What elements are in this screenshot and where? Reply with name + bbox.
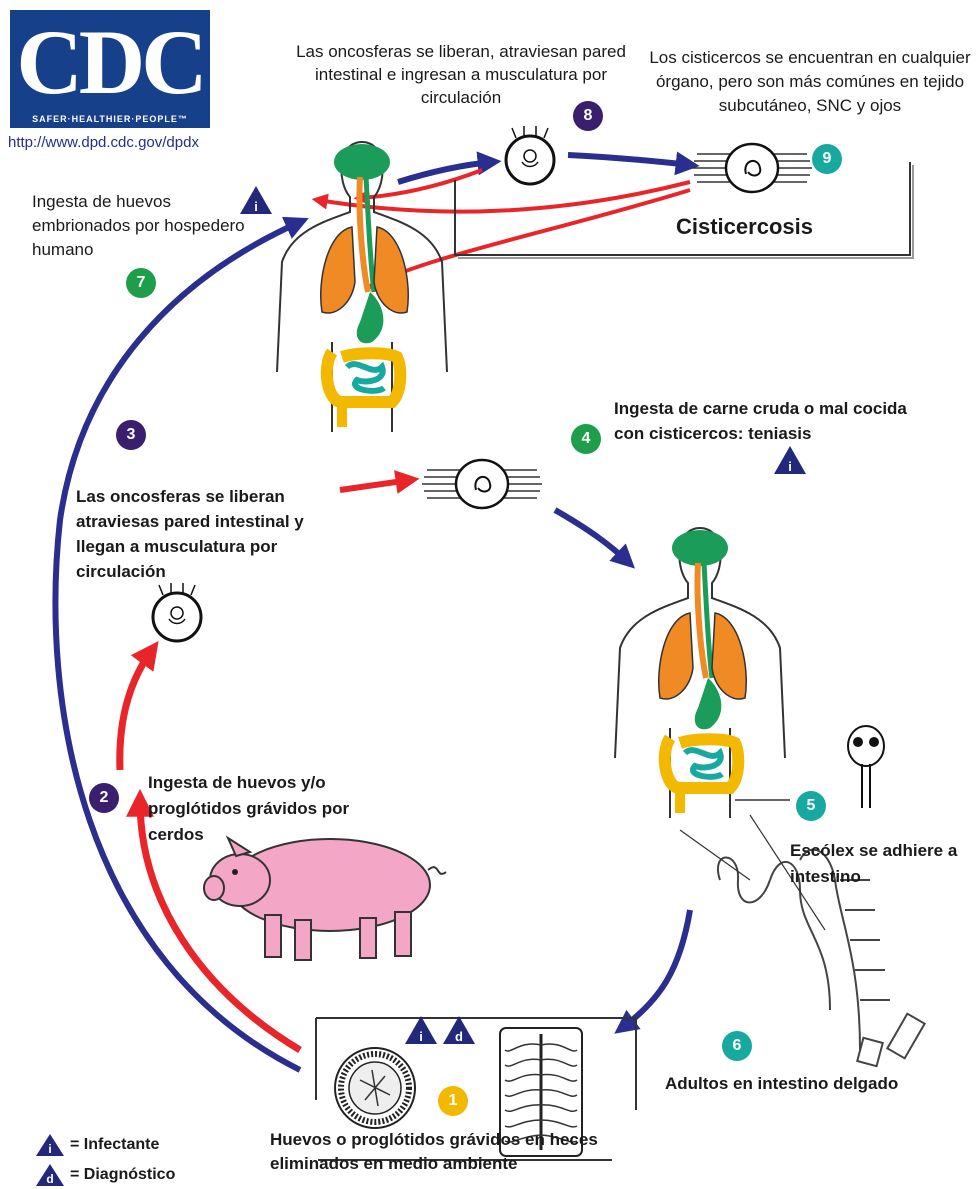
step-5-number: 5 <box>796 791 826 821</box>
step-6-text: Adultos en intestino delgado <box>665 1072 975 1096</box>
infective-stage-marker-4 <box>774 446 806 474</box>
legend-diagnostic-letter: d <box>46 1172 53 1186</box>
oncosphere-top-icon <box>506 126 554 184</box>
step-3-text: Las oncosferas se liberan atraviesas par… <box>76 484 356 584</box>
step-7-number: 7 <box>126 268 156 298</box>
infective-stage-marker-1 <box>405 1016 437 1044</box>
step-9-number: 9 <box>812 144 842 174</box>
diagnostic-stage-marker-1: d <box>443 1016 475 1044</box>
human-host-cysticercosis-figure <box>277 142 447 432</box>
oncosphere-left-icon <box>153 583 201 641</box>
human-host-taeniasis-figure <box>615 528 785 818</box>
step-7-text: Ingesta de huevos embrionados por hosped… <box>32 190 252 262</box>
svg-text:d: d <box>455 1029 463 1044</box>
pig-icon <box>204 838 446 960</box>
step-8-number: 8 <box>573 101 603 131</box>
step-4-number: 4 <box>571 424 601 454</box>
cysticercus-cyst-top-icon <box>692 144 812 192</box>
step-4-text: Ingesta de carne cruda o mal cocida con … <box>614 396 914 446</box>
legend: i d = Infectante = Diagnóstico <box>36 1134 236 1189</box>
legend-infective-label: = Infectante <box>70 1134 159 1156</box>
step-1-number: 1 <box>438 1086 468 1116</box>
step-3-number: 3 <box>116 420 146 450</box>
taenia-egg-icon <box>335 1048 415 1128</box>
cysticercosis-label: Cisticercosis <box>676 215 813 239</box>
legend-infective-letter: i <box>48 1142 51 1156</box>
step-1-text: Huevos o proglótidos grávidos en heces e… <box>270 1128 640 1176</box>
scolex-icon <box>848 726 884 808</box>
step-9-text: Los cisticercos se encuentran en cualqui… <box>640 46 980 118</box>
cysticercus-cyst-middle-icon <box>422 460 542 508</box>
step-6-number: 6 <box>722 1031 752 1061</box>
step-8-text: Las oncosferas se liberan, atraviesan pa… <box>296 40 626 109</box>
legend-diagnostic-label: = Diagnóstico <box>70 1164 175 1186</box>
step-2-number: 2 <box>89 783 119 813</box>
step-2-text: Ingesta de huevos y/o proglótidos grávid… <box>148 770 408 848</box>
step-5-text: Escólex se adhiere a intestino <box>790 838 980 890</box>
